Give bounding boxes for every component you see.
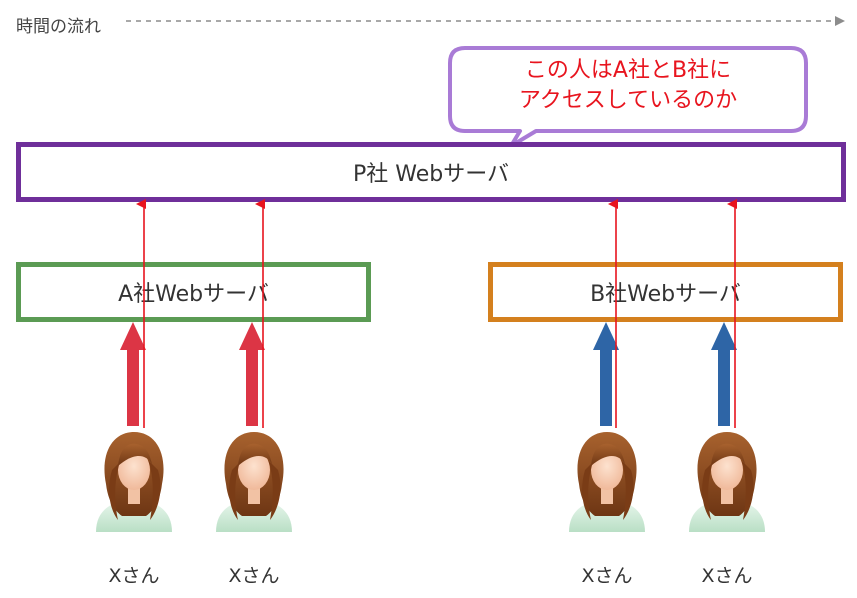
woman-avatar-icon xyxy=(216,432,292,532)
a-company-web-server: A社Webサーバ xyxy=(16,262,371,322)
p-server-label: P社 Webサーバ xyxy=(352,162,509,187)
callout-line-2: アクセスしているのか xyxy=(518,88,738,113)
user-label: Xさん xyxy=(108,565,160,587)
user-label: Xさん xyxy=(701,565,753,587)
callout-bubble xyxy=(448,46,808,148)
b-company-web-server: B社Webサーバ xyxy=(488,262,843,322)
a-server-label: A社Webサーバ xyxy=(118,282,269,307)
user-label: Xさん xyxy=(581,565,633,587)
access-arrow-a-1 xyxy=(120,322,146,426)
user-label: Xさん xyxy=(228,565,280,587)
b-server-label: B社Webサーバ xyxy=(590,282,741,307)
access-arrow-b-1 xyxy=(593,322,619,426)
timeline-label: 時間の流れ xyxy=(16,17,101,37)
access-arrow-b-2 xyxy=(711,322,737,426)
woman-avatar-icon xyxy=(689,432,765,532)
access-arrow-a-2 xyxy=(239,322,265,426)
woman-avatar-icon xyxy=(569,432,645,532)
callout-line-1: この人はA社とB社に xyxy=(524,58,732,83)
callout-text: この人はA社とB社に アクセスしているのか xyxy=(450,56,806,116)
p-company-web-server: P社 Webサーバ xyxy=(16,142,846,202)
woman-avatar-icon xyxy=(96,432,172,532)
